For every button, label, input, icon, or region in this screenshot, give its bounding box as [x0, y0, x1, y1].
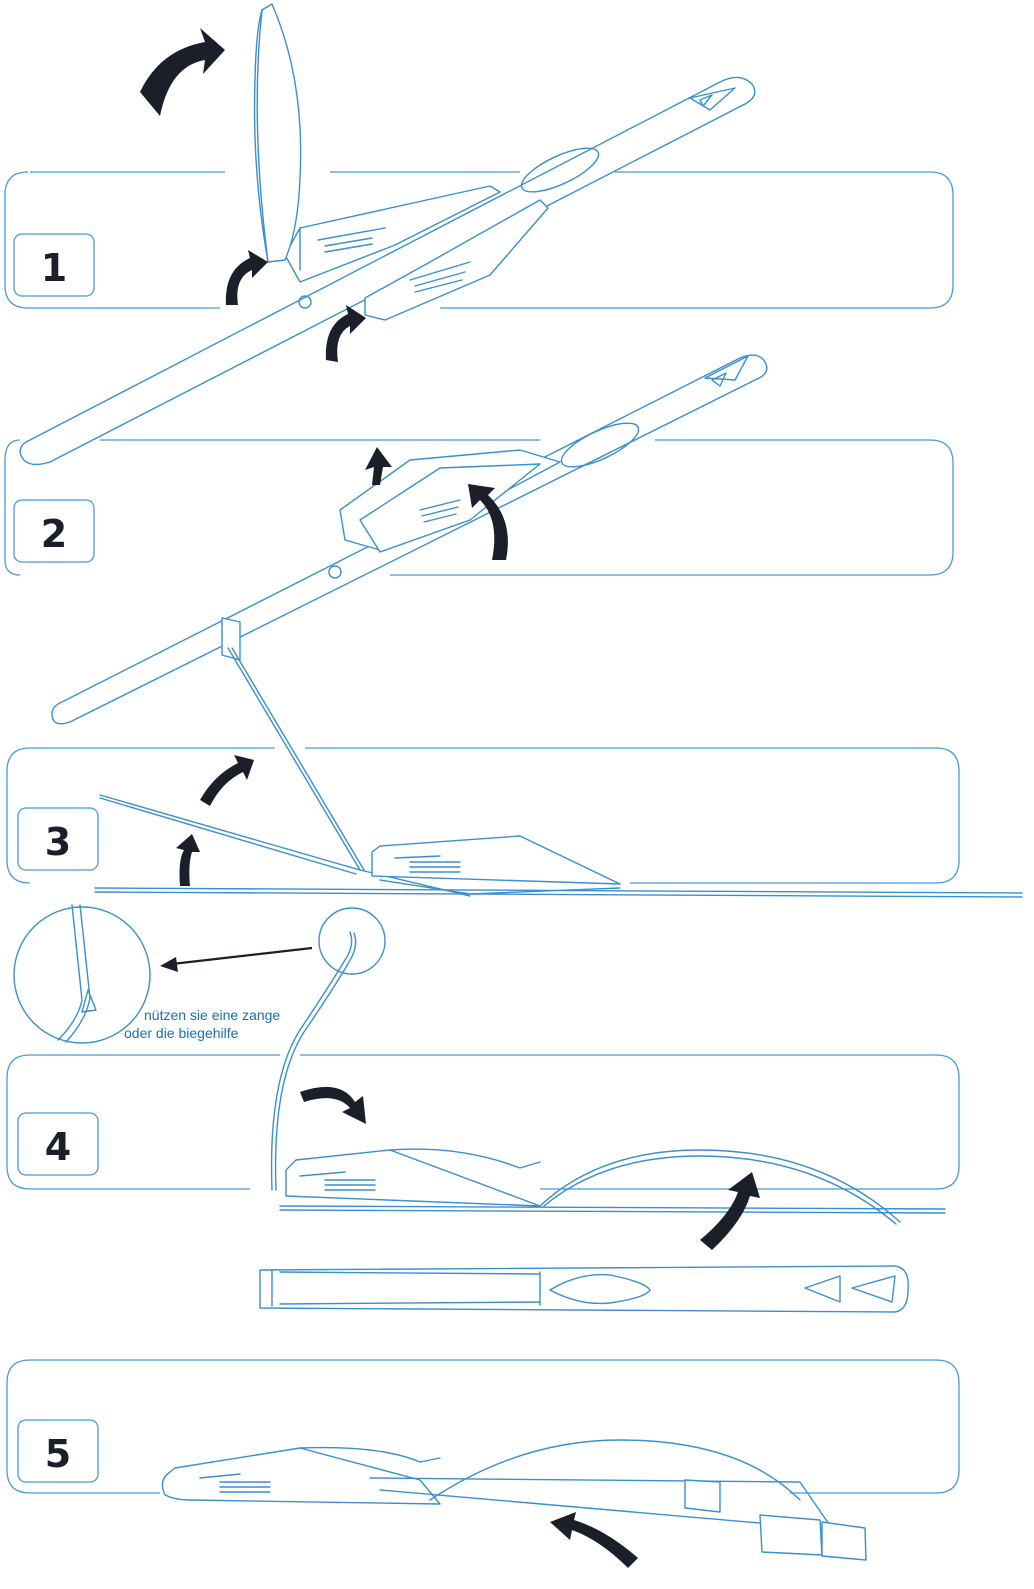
arrows — [140, 28, 760, 1568]
step-2-illustration — [51, 354, 768, 725]
step-2-number: 2 — [40, 512, 68, 556]
rotate-arrow-icon — [468, 484, 508, 560]
push-arrow-icon — [550, 1512, 638, 1568]
detail-note-line-2: oder die biegehilfe — [124, 1025, 239, 1041]
step-2-frame — [4, 439, 954, 576]
pointer-arrow-icon — [160, 946, 313, 972]
step-1-number: 1 — [40, 246, 68, 290]
curve-arrow-icon — [300, 1086, 366, 1124]
detail-magnifier — [13, 904, 386, 1044]
step-1-illustration — [19, 3, 756, 466]
curve-arrow-icon — [225, 250, 268, 305]
step-1-frame — [4, 171, 954, 309]
rotate-arrow-icon — [700, 1172, 760, 1250]
curve-arrow-icon — [325, 305, 366, 362]
step-4-number: 4 — [44, 1125, 72, 1169]
up-arrow-icon — [365, 447, 392, 485]
step-3-number: 3 — [44, 820, 72, 864]
rotate-arrow-icon — [140, 28, 225, 116]
up-arrow-icon — [176, 834, 200, 886]
step-3-frame — [6, 747, 960, 884]
step-4-illustration — [259, 931, 946, 1313]
step-3-illustration — [94, 647, 1023, 898]
step-5-number: 5 — [44, 1432, 72, 1476]
step-4-frame — [6, 1054, 960, 1190]
step-5-frame — [6, 1359, 960, 1494]
curve-arrow-icon — [200, 755, 254, 806]
detail-note: nützen sie eine zange oder die biegehilf… — [124, 1006, 280, 1042]
detail-note-line-1: nützen sie eine zange — [144, 1007, 281, 1023]
step-5-illustration — [161, 1439, 867, 1561]
